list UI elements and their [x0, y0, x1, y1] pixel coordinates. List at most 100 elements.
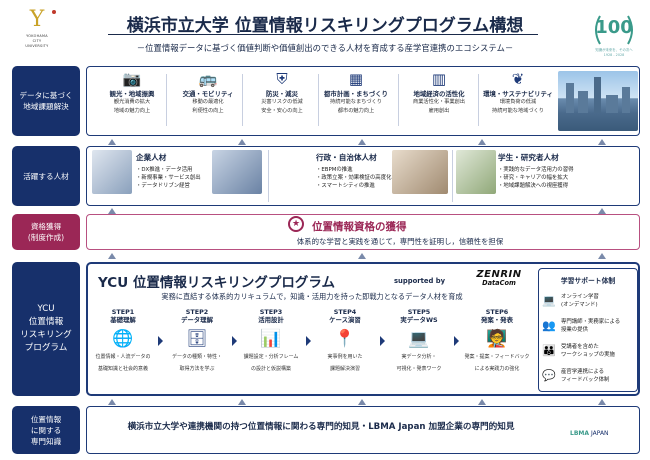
label-solutions-line2: 地域課題解決 [23, 102, 69, 111]
support-line: オンライン学習 [561, 294, 599, 300]
zenrin-logo-line2: DataCom [482, 279, 516, 287]
divider [478, 74, 479, 126]
ycu-logo-text-2: CITY [32, 39, 42, 43]
shield-icon: ⛨ [276, 70, 288, 88]
divider [268, 150, 269, 202]
laurel-icon [595, 15, 633, 45]
step-5: STEP5 実データWS 💻 実データ分析・ 可視化・発表ワーク [386, 308, 452, 390]
step-name: 活用設計 [258, 316, 284, 325]
program-panel [86, 262, 640, 396]
step-desc: 取得方法を学ぶ [179, 366, 215, 373]
support-line: フィードバック体制 [561, 377, 610, 383]
students-photo [456, 150, 496, 194]
laptop-icon: 💻 [542, 294, 556, 307]
up-arrow [108, 253, 116, 259]
step-desc: 可視化・発表ワーク [396, 366, 442, 373]
talent-list: ・実践的なデータ活用力の習得 ・研究・キャリアの幅を拡大 ・地域課題解決への視座… [498, 166, 573, 191]
knowledge-text: 横浜市立大学や連携機関の持つ位置情報に関わる専門的知見・LBMA Japan 加… [127, 422, 515, 432]
feedback-icon: 💬 [542, 369, 556, 382]
label-program-line3: リスキリング [20, 330, 72, 340]
label-talent: 活躍する人材 [12, 146, 80, 206]
support-line: 受講者を含めた [561, 344, 599, 350]
label-knowledge-line3: 専門知識 [30, 436, 62, 446]
solution-line: 都市の魅力向上 [337, 107, 375, 114]
step-number: STEP4 [333, 308, 357, 316]
group-icon: 👪 [542, 344, 556, 357]
ycu-logo: Y YOKOHAMA CITY UNIVERSITY [14, 6, 60, 64]
up-arrow [238, 139, 246, 145]
talent-item: ・データドリブン経営 [136, 183, 190, 190]
talent-item: ・DX推進・データ活用 [136, 167, 193, 173]
talent-item: ・研究・キャリアの幅を拡大 [498, 175, 569, 182]
business-photo [92, 150, 132, 194]
support-item: 💻 オンライン学習(オンデマンド) [542, 293, 636, 309]
solution-mobility: 🚌 交通・モビリティ 移動の最適化 利便性の向上 [166, 70, 250, 132]
label-solutions: データに基づく 地域課題解決 [12, 66, 80, 136]
expert-icon: 👥 [542, 319, 556, 332]
support-item: 👪 受講者を含めたワークショップの実施 [542, 343, 636, 359]
talent-title: 企業人材 [136, 153, 167, 162]
ycu-logo-dot [52, 10, 56, 14]
program-subtitle: 実務に直結する体系的カリキュラムで，知識・活用力を持った即戦力となるデータ人材を… [161, 292, 463, 301]
qualification-panel [86, 214, 640, 250]
divider [242, 74, 243, 126]
solution-disaster: ⛨ 防災・減災 災害リスクの低減 安全・安心の向上 [240, 70, 324, 132]
step-name: 基礎理解 [110, 316, 136, 325]
up-arrow [478, 399, 486, 405]
talent-list: ・DX推進・データ活用 ・新規事業・サービス創出 ・データドリブン経営 [136, 166, 201, 191]
divider [452, 150, 453, 202]
step-number: STEP3 [259, 308, 283, 316]
support-line: 産官学連携による [561, 369, 604, 375]
support-item: 💬 産官学連携によるフィードバック体制 [542, 368, 636, 384]
ycu-logo-text-1: YOKOHAMA [26, 34, 48, 38]
talent-panel [86, 146, 640, 206]
solution-environment: ❦ 環境・サステナビリティ 環境負荷の低減 持続可能な地域づくり [476, 70, 560, 132]
meeting-photo [212, 150, 262, 194]
up-arrow [598, 139, 606, 145]
label-program: YCU 位置情報 リスキリング プログラム [12, 262, 80, 396]
step-desc: の設計と仮説構築 [250, 366, 291, 373]
database-icon: 🗄 [186, 328, 208, 349]
step-number: STEP1 [111, 308, 135, 316]
medal-icon: ★ [288, 216, 304, 232]
step-desc: による実践力の強化 [474, 366, 520, 373]
talent-item: ・実践的なデータ活用力の習得 [498, 167, 574, 173]
talent-title: 行政・自治体人材 [316, 153, 377, 162]
map-pin-icon: 📍 [334, 328, 356, 349]
support-line: 専門講師・実務家による [561, 319, 621, 325]
bar-chart-icon: ▥ [431, 70, 447, 88]
step-4: STEP4 ケース演習 📍 実事例を用いた 課題解決演習 [312, 308, 378, 390]
step-name: データ理解 [181, 316, 213, 325]
step-name: 実データWS [400, 316, 438, 325]
step-desc: 位置情報・人流データの [95, 353, 151, 360]
label-qualification-line1: 資格獲得 [30, 222, 62, 231]
support-line: 授業の提供 [561, 327, 588, 333]
step-6: STEP6 発案・発表 🧑‍🏫 発案・提案・フィードバック による実践力の強化 [460, 308, 534, 390]
title-divider [108, 34, 538, 35]
up-arrow [108, 399, 116, 405]
bus-icon: 🚌 [198, 70, 218, 88]
step-desc: データの種類・特性・ [171, 353, 222, 360]
solution-line: 移動の最適化 [192, 99, 224, 105]
solution-title: 防災・減災 [266, 90, 298, 98]
solutions-panel [86, 66, 640, 136]
globe-icon: 🌐 [112, 328, 134, 349]
solution-title: 地域経済の活性化 [413, 90, 465, 98]
step-name: ケース演習 [329, 316, 361, 325]
page-title: 横浜市立大学 位置情報リスキリングプログラム構想 [126, 16, 524, 36]
label-qualification: 資格獲得 (制度作成) [12, 214, 80, 250]
up-arrow [358, 253, 366, 259]
chevron-right-icon [306, 336, 311, 346]
step-desc: 実データ分析・ [401, 353, 437, 360]
solution-line: 持続可能なまちづくり [330, 99, 382, 105]
up-arrow [238, 399, 246, 405]
up-arrow [108, 139, 116, 145]
solution-line: 利便性の向上 [192, 107, 224, 114]
talent-item: ・政策立案・効果検証の高度化 [316, 175, 392, 182]
government-photo [392, 150, 448, 194]
divider [398, 74, 399, 126]
solution-title: 交通・モビリティ [182, 90, 234, 98]
label-solutions-line1: データに基づく [19, 91, 73, 100]
step-desc: 実事例を用いた [327, 353, 363, 360]
solution-tourism: 📷 観光・地域振興 観光消費の拡大 地域の魅力向上 [90, 70, 174, 132]
